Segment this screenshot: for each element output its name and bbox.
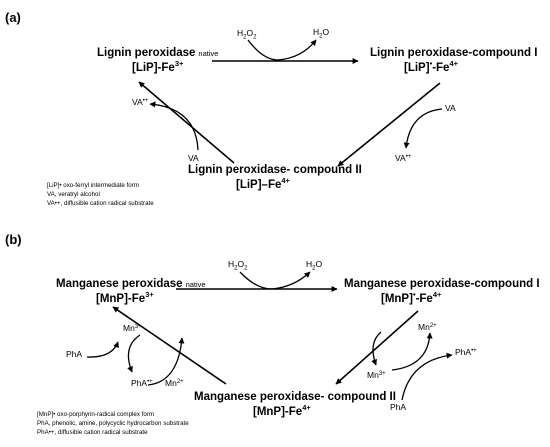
lip-left-va-label: VA (188, 153, 199, 163)
lip-left-va-curve-arrow (149, 101, 199, 151)
mnp-native-formula: [MnP]-Fe3+ (96, 290, 154, 305)
mnp-right-mn3-label: Mn3+ (367, 370, 386, 380)
lip-native-formula: [LiP]-Fe3+ (132, 59, 184, 74)
mnp-left-mn3-label: Mn3+ (123, 323, 142, 333)
lip-compound1-name: Lignin peroxidase-compound I (370, 47, 537, 59)
lip-note-3: VA•+, diffusible cation radical substrat… (47, 200, 154, 207)
lip-compound2-to-native-arrow (138, 81, 235, 164)
mnp-left-mn2-to-mn3-arrow (147, 337, 185, 386)
lip-h2o-label: H2O (313, 27, 329, 40)
mnp-right-pha-label: PhA (390, 402, 406, 412)
lip-h2o2-label: H2O2 (237, 28, 257, 41)
mnp-left-pha-label: PhA (66, 349, 82, 359)
mnp-compound1-to-compound2-arrow (335, 310, 419, 385)
lip-compound2-formula: [LiP]–Fe4+ (236, 176, 291, 191)
mnp-compound2-name: Manganese peroxidase- compound II (194, 391, 396, 403)
lip-compound2-name: Lignin peroxidase- compound II (188, 164, 362, 176)
lip-right-va-curve-arrow (403, 108, 443, 149)
lip-right-va-radical-label: VA•+ (395, 153, 412, 163)
mnp-right-mn3-to-mn2-arrow (391, 332, 433, 371)
mnp-compound1-name: Manganese peroxidase-compound I (344, 278, 540, 290)
mnp-note-1: [MnP]• oxo-porphyrin-radical complex for… (37, 411, 154, 418)
lip-note-2: VA, veratryl alcohol (47, 191, 100, 198)
panel-b-label: (b) (5, 232, 22, 247)
mnp-compound1-formula: [MnP]•-Fe4+ (381, 290, 442, 305)
lip-compound1-to-compound2-arrow (337, 82, 441, 167)
lip-note-1: [LiP]• oxo-ferryl intermediate form (47, 182, 139, 189)
mnp-compound2-formula: [MnP]-Fe4+ (253, 403, 311, 418)
lip-right-va-label: VA (445, 103, 456, 113)
mnp-right-pha-curve-arrow (401, 352, 453, 401)
lip-h2o2-h2o-curve-arrow (247, 39, 317, 61)
mnp-right-mn2-label: Mn2+ (418, 322, 437, 332)
mnp-right-mn2-to-mn3-arrow (371, 331, 382, 366)
mnp-left-pha-radical-label: PhA•+ (131, 378, 153, 388)
mnp-left-mn3-to-pha-arrow (127, 334, 141, 373)
mnp-h2o2-h2o-curve-arrow (239, 271, 311, 290)
mnp-left-mn2-label: Mn2+ (165, 378, 184, 388)
lip-left-va-radical-label: VA•+ (132, 97, 149, 107)
mnp-note-2: PhA, phenolic, amine, polycyclic hydroca… (37, 420, 189, 427)
mnp-left-pha-curve-arrow (86, 341, 119, 358)
mnp-h2o2-label: H2O2 (228, 259, 248, 272)
mnp-right-pha-radical-label: PhA•+ (455, 347, 477, 357)
mnp-note-3: PhA•+, diffusible cation radical substra… (37, 429, 148, 436)
mnp-compound2-to-native-arrow (112, 306, 227, 385)
mnp-h2o-label: H2O (306, 259, 322, 272)
lip-compound1-formula: [LiP]•-Fe4+ (404, 59, 459, 74)
panel-a-label: (a) (5, 10, 21, 25)
